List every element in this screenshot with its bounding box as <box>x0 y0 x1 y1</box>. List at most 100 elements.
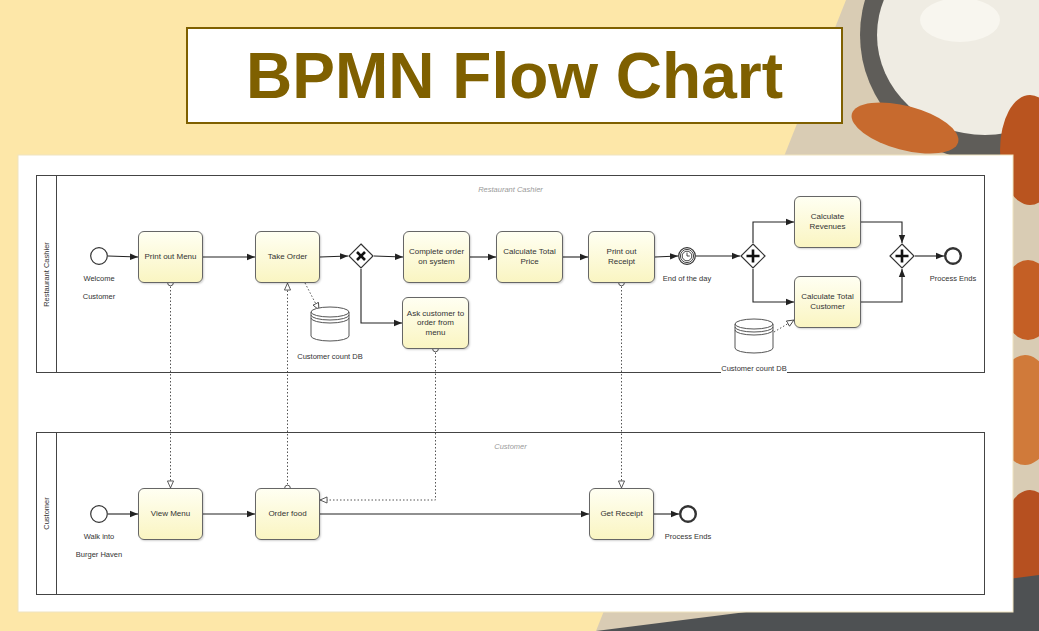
process-box: Calculate Revenues <box>794 196 861 248</box>
data-store: Customer count DB <box>310 306 350 342</box>
data-store-shape <box>734 318 774 354</box>
task-label: Print out Menu <box>144 252 196 262</box>
cylinder-rims <box>311 312 349 323</box>
data-store-label: Customer count DB <box>721 364 786 373</box>
pool-header: Restaurant Cashier <box>37 176 57 372</box>
parallel-marker <box>747 250 760 263</box>
sequence-flow <box>861 269 902 302</box>
sequence-flow <box>753 222 794 243</box>
process-box: Ask customer to order from menu <box>402 297 469 349</box>
data-association <box>305 283 319 310</box>
cylinder-body <box>735 319 773 353</box>
swimlane-pool: Restaurant CashierRestaurant CashierWelc… <box>36 175 985 373</box>
event-label: Process Ends <box>930 274 976 283</box>
shape-label-wrap: Walk into Burger Haven <box>74 525 124 561</box>
shape-label-wrap: Process Ends <box>653 525 723 543</box>
sequence-flow <box>320 256 348 257</box>
task-label: View Menu <box>151 509 190 519</box>
sequence-flow <box>203 256 255 257</box>
pool-caption-wrap: Restaurant Cashier <box>37 178 984 196</box>
event-label: End of the day <box>663 274 711 283</box>
message-flow <box>320 349 436 500</box>
clock-face <box>682 251 692 261</box>
task-label: Print out Receipt <box>592 247 651 266</box>
task-label: Calculate Revenues <box>798 212 857 231</box>
process-box: Print out Receipt <box>588 231 655 283</box>
sequence-flow <box>470 256 496 257</box>
event-label: Process Ends <box>665 532 711 541</box>
event-circle <box>680 506 696 522</box>
data-store-shape <box>310 306 350 342</box>
task-label: Calculate Total Price <box>500 247 559 266</box>
parallel-marker <box>896 250 909 263</box>
data-store: Customer count DB <box>734 318 774 354</box>
pool-caption: Customer <box>494 442 527 451</box>
data-association <box>774 320 794 332</box>
task-label: Order food <box>268 509 306 519</box>
gateway-diamond <box>349 244 373 268</box>
sequence-flow <box>753 269 794 302</box>
sequence-flow <box>563 256 588 257</box>
end-event-shape <box>679 505 697 523</box>
start-event: Welcome Customer <box>90 247 108 265</box>
sequence-flow <box>361 269 402 323</box>
timer-event-shape <box>678 247 696 265</box>
process-box: Take Order <box>255 231 320 283</box>
process-box: Order food <box>255 488 320 540</box>
chicken-wing <box>846 93 964 164</box>
shape-label-wrap: Customer count DB <box>285 345 375 363</box>
task-label: Ask customer to order from menu <box>406 309 465 338</box>
message-flow <box>170 283 171 488</box>
start-event: Walk into Burger Haven <box>90 505 108 523</box>
event-label: Welcome Customer <box>83 274 116 301</box>
parallel-gateway <box>889 243 915 269</box>
parallel-gateway <box>740 243 766 269</box>
swimlane-pool: CustomerCustomerWalk into Burger HavenVi… <box>36 432 985 595</box>
shape-label-wrap: Customer count DB <box>709 357 799 375</box>
process-box: Calculate Total Customer <box>794 276 861 328</box>
timer-event: End of the day <box>678 247 696 265</box>
event-circle <box>91 506 108 523</box>
exclusive-gateway <box>348 243 374 269</box>
title-text: BPMN Flow Chart <box>246 39 783 113</box>
end-event-shape <box>944 247 962 265</box>
start-event-shape <box>90 505 108 523</box>
parallel-gateway-shape <box>740 243 766 269</box>
pool-caption-wrap: Customer <box>37 435 984 453</box>
clock-hand <box>687 253 688 256</box>
event-circle <box>91 248 108 265</box>
pool-name: Restaurant Cashier <box>42 242 51 307</box>
gateway-diamond <box>890 244 914 268</box>
sequence-flow <box>374 256 403 257</box>
sequence-flow <box>108 256 138 257</box>
end-event: Process Ends <box>944 247 962 265</box>
process-box: Complete order on system <box>403 231 470 283</box>
start-event-shape <box>90 247 108 265</box>
sequence-flow <box>655 256 678 257</box>
sequence-flow <box>108 513 138 514</box>
shape-label-wrap: Process Ends <box>918 267 988 285</box>
cylinder-rims <box>735 324 773 335</box>
sequence-flow <box>654 513 679 514</box>
pool-header: Customer <box>37 433 57 594</box>
gateway-diamond <box>741 244 765 268</box>
task-label: Get Receipt <box>600 509 642 519</box>
timer-inner-ring <box>680 249 693 262</box>
task-label: Complete order on system <box>407 247 466 266</box>
sequence-flow <box>320 513 589 514</box>
message-flow <box>287 283 288 488</box>
task-label: Take Order <box>268 252 308 262</box>
sauce-highlight <box>920 0 1000 42</box>
task-label: Calculate Total Customer <box>798 292 857 311</box>
event-label: Walk into Burger Haven <box>76 532 122 559</box>
sequence-flow <box>203 513 255 514</box>
pool-name: Customer <box>42 497 51 530</box>
exclusive-gateway-shape <box>348 243 374 269</box>
cylinder-body <box>311 307 349 341</box>
exclusive-marker <box>357 252 365 260</box>
message-flow <box>621 283 622 488</box>
process-box: Print out Menu <box>138 231 203 283</box>
sequence-flow <box>915 255 944 256</box>
sequence-flow <box>696 255 740 256</box>
